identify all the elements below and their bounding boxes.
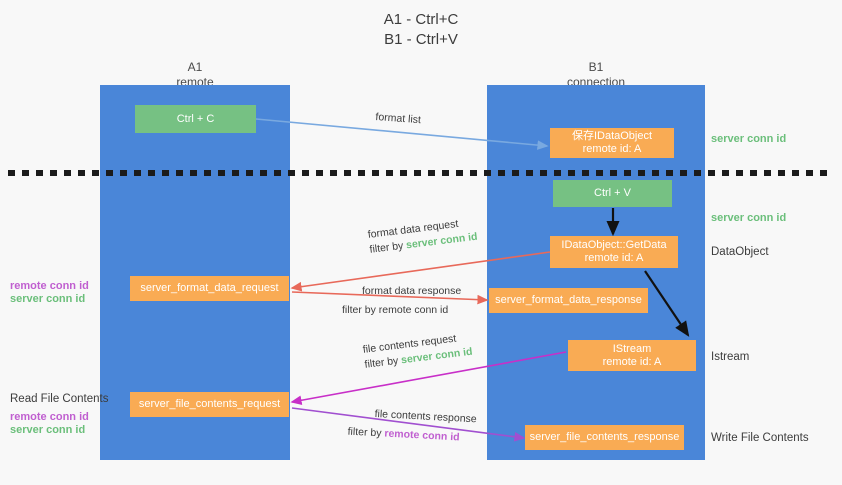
- box-server-format-data-request[interactable]: server_format_data_request: [130, 276, 289, 301]
- caption-file-contents-request-filter-prefix: filter by: [363, 354, 402, 371]
- box-save-idataobject-label: 保存IDataObject: [571, 130, 653, 142]
- label-dataobject: DataObject: [711, 246, 769, 258]
- title-line-1: A1 - Ctrl+C: [383, 11, 459, 28]
- caption-file-contents-response-filter-prefix: filter by: [347, 425, 385, 440]
- label-remote-conn-id-left-1: remote conn id: [10, 280, 89, 292]
- box-idataobject-getdata-label: IDataObject::GetData: [561, 239, 667, 251]
- caption-format-list: format list: [375, 110, 421, 128]
- caption-file-contents-response-line2: filter by remote conn id: [347, 425, 476, 447]
- box-save-idataobject[interactable]: 保存IDataObject remote id: A: [550, 128, 674, 158]
- label-istream: Istream: [711, 351, 750, 363]
- label-server-conn-id-left-1: server conn id: [10, 293, 86, 305]
- caption-file-contents-request: file contents request filter by server c…: [362, 330, 473, 373]
- box-save-idataobject-sub: remote id: A: [582, 143, 642, 155]
- box-ctrl-v[interactable]: Ctrl + V: [553, 180, 672, 207]
- label-server-conn-id-top: server conn id: [711, 133, 787, 145]
- caption-format-data-response-line1: format data response: [362, 285, 462, 297]
- label-read-file-contents: Read File Contents: [10, 393, 109, 405]
- box-server-format-data-request-label: server_format_data_request: [140, 282, 279, 294]
- title-line-2: B1 - Ctrl+V: [384, 31, 458, 48]
- lane-header-a1-title: A1: [187, 60, 203, 74]
- box-server-format-data-response[interactable]: server_format_data_response: [489, 288, 648, 313]
- label-server-conn-id-left-2: server conn id: [10, 424, 86, 436]
- box-ctrl-c[interactable]: Ctrl + C: [135, 105, 256, 133]
- caption-format-data-response-filter-prefix: filter by: [342, 304, 379, 316]
- lane-header-b1-title: B1: [588, 60, 604, 74]
- caption-format-list-text: format list: [375, 110, 422, 127]
- caption-format-data-response-line2: filter by remote conn id: [342, 303, 461, 318]
- caption-format-data-response: format data response filter by remote co…: [342, 284, 462, 318]
- box-istream-label: IStream: [612, 342, 652, 355]
- box-server-file-contents-response[interactable]: server_file_contents_response: [525, 425, 684, 450]
- caption-format-data-request: format data request filter by server con…: [367, 215, 478, 258]
- caption-format-data-response-filter-value: remote conn id: [378, 304, 449, 316]
- box-ctrl-c-label: Ctrl + C: [176, 112, 215, 125]
- label-server-conn-id-second: server conn id: [711, 212, 787, 224]
- label-write-file-contents: Write File Contents: [711, 432, 809, 444]
- box-istream[interactable]: IStream remote id: A: [568, 340, 696, 371]
- label-remote-conn-id-left-2: remote conn id: [10, 411, 89, 423]
- box-server-file-contents-response-label: server_file_contents_response: [529, 431, 680, 443]
- box-server-file-contents-request-label: server_file_contents_request: [138, 398, 281, 410]
- box-idataobject-getdata-sub: remote id: A: [584, 252, 644, 264]
- caption-file-contents-response: file contents response filter by remote …: [347, 407, 477, 446]
- caption-file-contents-response-line1: file contents response: [374, 407, 477, 426]
- box-server-file-contents-request[interactable]: server_file_contents_request: [130, 392, 289, 417]
- caption-file-contents-response-filter-value: remote conn id: [384, 427, 460, 444]
- box-server-format-data-response-label: server_format_data_response: [495, 294, 642, 306]
- box-idataobject-getdata[interactable]: IDataObject::GetData remote id: A: [550, 236, 678, 268]
- box-ctrl-v-label: Ctrl + V: [594, 187, 631, 199]
- diagram-title: A1 - Ctrl+C B1 - Ctrl+V: [0, 10, 842, 50]
- box-istream-sub: remote id: A: [602, 355, 662, 368]
- caption-format-data-request-filter-prefix: filter by: [368, 239, 407, 256]
